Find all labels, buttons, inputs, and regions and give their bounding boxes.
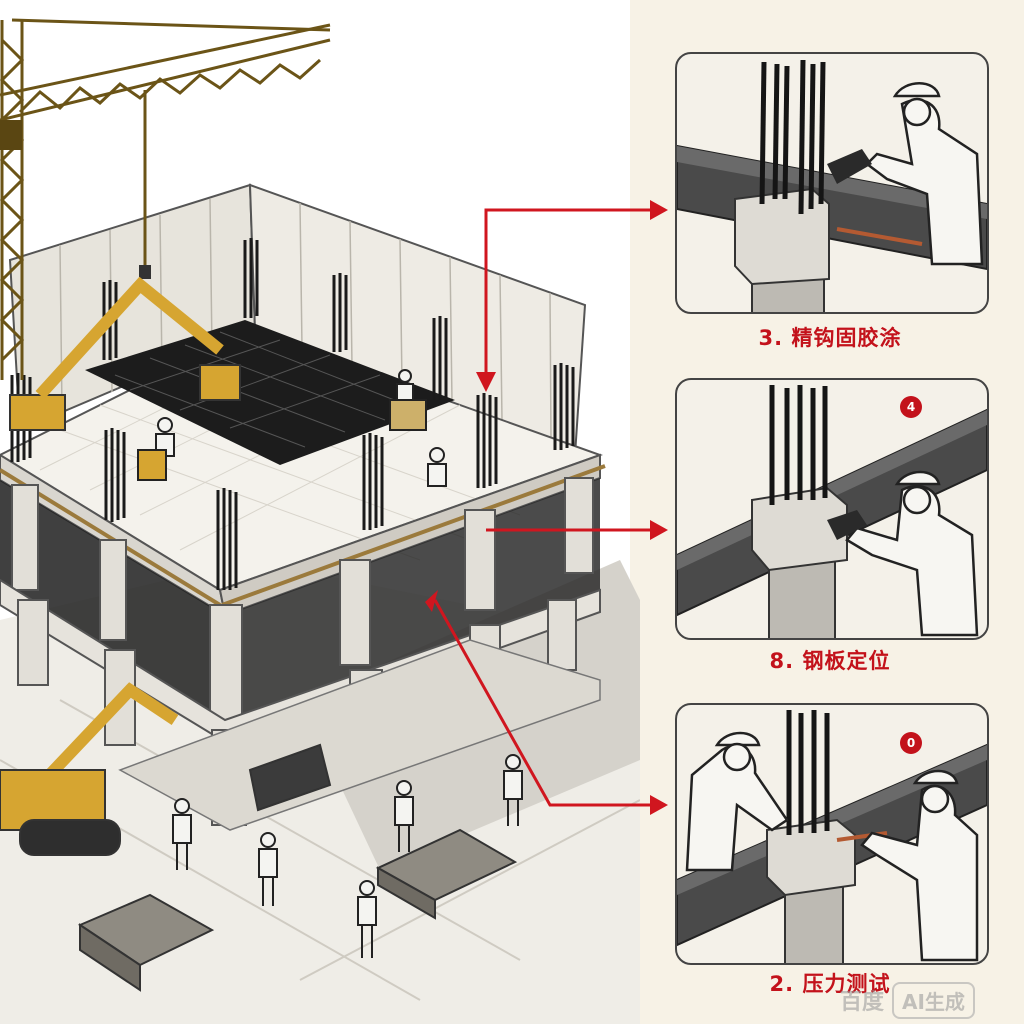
detail-illustration-2 [677, 385, 987, 638]
lower-face-right [225, 478, 600, 720]
rebar-cage [553, 363, 575, 450]
excavator-upper [9, 276, 241, 431]
workers [155, 369, 523, 958]
detail-illustration-1 [677, 59, 987, 312]
worker [503, 754, 523, 826]
step-caption-3: 2. 压力测试 [769, 972, 891, 996]
ground-pad [118, 639, 601, 831]
watermark: 百度 AI生成 [840, 982, 975, 1019]
tower-crane [0, 18, 331, 380]
step-caption-2: 8. 钢板定位 [769, 649, 891, 673]
detail-card-1 [675, 52, 989, 314]
worker [396, 369, 414, 405]
crane-cab [0, 120, 22, 150]
detail-illustration-3 [677, 710, 987, 963]
wall-panel-lines [59, 198, 552, 441]
crane-hook-block [139, 265, 151, 279]
worker [357, 880, 377, 958]
detail-card-2 [675, 378, 989, 640]
worker [427, 447, 447, 487]
rebar-cage [476, 393, 498, 488]
rebar-cage [362, 433, 384, 530]
rebar-cage [432, 316, 448, 400]
lower-columns [11, 477, 594, 721]
step-badge-3: 0 [900, 732, 922, 754]
rebar-cage [104, 428, 126, 522]
rebar-cage [216, 488, 238, 590]
watermark-logo: 百度 [840, 990, 885, 1015]
worker [394, 780, 414, 852]
watermark-ai-chip: AI生成 [892, 982, 975, 1019]
excavator-lower [0, 682, 179, 856]
rebar-cage [332, 273, 348, 352]
rebar-mesh [85, 320, 455, 465]
rebar-cage [243, 238, 259, 318]
callout-arrows [433, 208, 640, 807]
step-caption-1: 3. 精钩固胶涂 [758, 326, 902, 350]
detail-card-3 [675, 703, 989, 965]
worker [258, 832, 278, 906]
worker [172, 798, 192, 870]
machines-on-slab [137, 399, 427, 481]
arrow-heads [425, 372, 496, 612]
timber-stacks [77, 743, 518, 992]
step-badge-2: 4 [900, 396, 922, 418]
construction-scene [0, 18, 640, 1024]
